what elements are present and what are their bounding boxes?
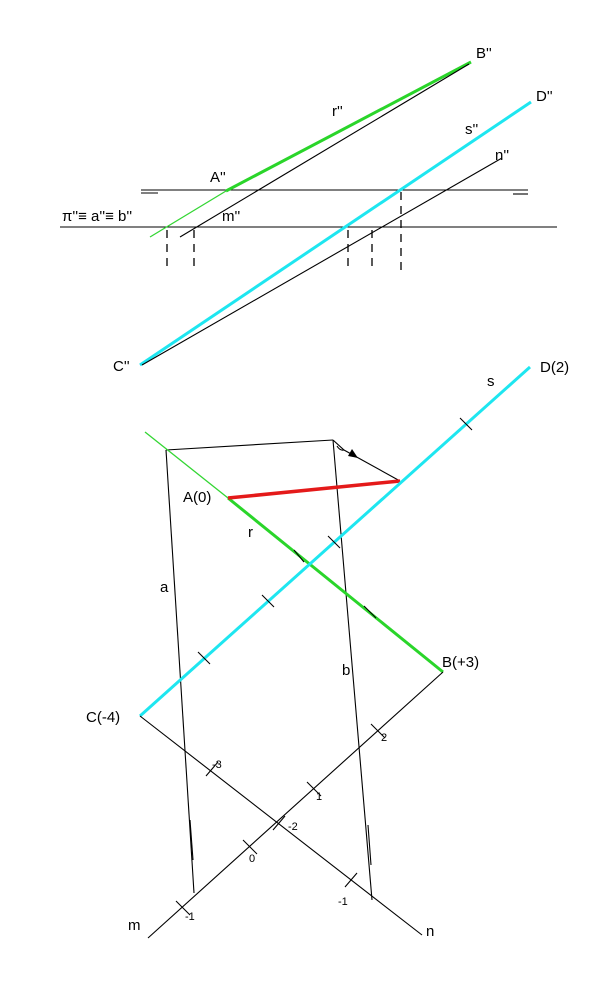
grad-m-1: 1 (316, 791, 322, 803)
grad-m-minus1: -1 (185, 911, 195, 923)
label-A2: A'' (210, 169, 226, 186)
label-D2: D'' (536, 88, 553, 105)
label-B: B(+3) (442, 654, 479, 671)
label-s2: s'' (465, 121, 478, 138)
label-r: r (248, 524, 253, 541)
elevation-view: B'' D'' r'' s'' n'' A'' m'' π''≡ a''≡ b'… (60, 45, 557, 375)
label-m: m (128, 917, 141, 934)
line-m (147, 671, 444, 939)
line-s-elevation (139, 100, 532, 367)
grad-m-2: 2 (381, 732, 387, 744)
top-edge (165, 439, 334, 451)
line-b-double (367, 824, 372, 866)
label-C2: C'' (113, 358, 130, 375)
label-m2: m'' (222, 208, 240, 225)
line-a-double (189, 819, 194, 861)
grad-m-0: 0 (249, 853, 255, 865)
s-tick-2 (261, 594, 275, 608)
s-tick-3 (293, 549, 305, 563)
rotation-arc (332, 439, 401, 482)
n-tick-minus3 (205, 761, 219, 777)
arrow-head (348, 449, 358, 458)
m-tick-2 (370, 723, 386, 739)
label-b: b (342, 662, 350, 679)
label-n2: n'' (495, 147, 509, 164)
grad-n-minus2: -2 (288, 821, 298, 833)
m-tick-1 (306, 781, 322, 797)
arc-mark (336, 445, 345, 451)
r-tick-1 (363, 605, 377, 619)
label-n: n (426, 923, 434, 940)
line-r-elevation (225, 60, 472, 193)
label-D: D(2) (540, 359, 569, 376)
s-tick-4 (327, 535, 341, 549)
label-r2: r'' (332, 103, 343, 120)
line-s-plan (138, 365, 532, 718)
line-r-extension (144, 431, 229, 499)
line-r-plan (227, 496, 444, 674)
grad-n-minus1: -1 (338, 896, 348, 908)
label-a: a (160, 579, 169, 596)
line-n-elevation (141, 157, 503, 366)
segment-red (227, 479, 401, 500)
line-a (165, 449, 195, 894)
plan-view: D(2) s A(0) r a b B(+3) C(-4) m n -1 0 1… (86, 359, 569, 940)
label-C: C(-4) (86, 709, 120, 726)
label-pi: π''≡ a''≡ b'' (62, 208, 132, 225)
n-tick-minus1 (344, 872, 358, 888)
s-tick-1 (197, 651, 211, 665)
m-tick-0 (242, 839, 258, 855)
s-tick-5 (459, 417, 473, 431)
label-A: A(0) (183, 489, 211, 506)
label-s: s (487, 373, 495, 390)
line-n (139, 715, 423, 936)
grad-n-minus3: -3 (212, 759, 222, 771)
line-b (332, 439, 373, 901)
n-tick-minus2 (272, 815, 286, 831)
line-m-elevation (179, 63, 470, 238)
label-B2: B'' (476, 45, 492, 62)
line-r-elevation-thin (149, 190, 227, 238)
m-tick-minus1 (175, 900, 191, 916)
